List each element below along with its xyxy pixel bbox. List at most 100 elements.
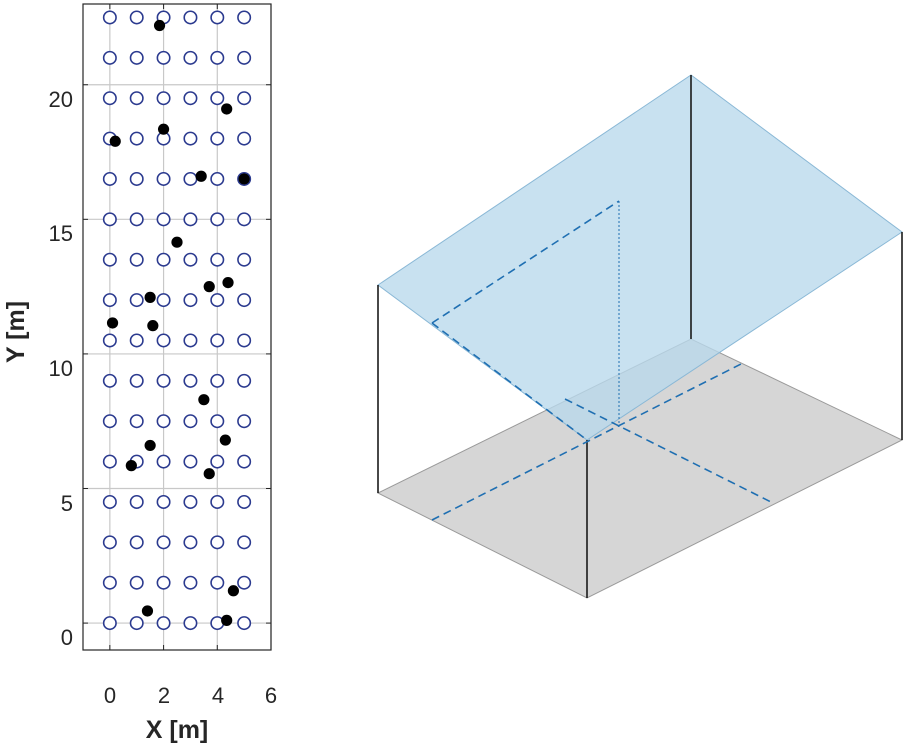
grid-position-marker xyxy=(156,252,171,267)
measured-point-marker xyxy=(141,605,154,617)
y-axis-label: Y [m] xyxy=(2,301,30,363)
grid-position-marker xyxy=(156,91,171,106)
grid-position-marker xyxy=(102,575,117,590)
bottom-plane-dashed-line xyxy=(431,363,742,521)
grid-position-marker xyxy=(129,333,144,348)
grid-position-marker xyxy=(210,454,225,469)
grid-position-markers xyxy=(102,10,252,631)
grid-position-marker xyxy=(156,414,171,429)
measured-point-marker xyxy=(171,236,183,248)
grid-position-marker xyxy=(156,535,171,550)
grid-position-marker xyxy=(210,414,225,429)
grid-position-marker xyxy=(156,293,171,308)
grid-position-marker xyxy=(129,616,144,631)
grid-position-marker xyxy=(237,131,252,146)
measured-point-marker xyxy=(195,170,207,182)
grid-position-marker xyxy=(210,91,225,106)
grid-position-marker xyxy=(237,494,252,509)
axes-frame xyxy=(82,3,272,651)
grid-position-marker xyxy=(210,373,225,388)
measured-point-marker xyxy=(222,276,234,289)
grid-position-marker xyxy=(129,131,144,146)
grid-position-marker xyxy=(129,91,144,106)
grid-position-marker xyxy=(210,494,225,509)
measured-point-marker xyxy=(157,123,170,135)
grid-position-marker xyxy=(129,212,144,227)
grid-position-marker xyxy=(237,535,252,550)
grid-position-marker xyxy=(237,50,252,65)
grid-position-marker xyxy=(183,454,198,469)
grid-position-marker xyxy=(237,575,252,590)
grid-position-marker xyxy=(237,252,252,267)
grid-position-marker xyxy=(210,10,225,25)
grid-position-marker xyxy=(129,575,144,590)
grid-position-marker xyxy=(210,212,225,227)
grid-position-marker xyxy=(102,333,117,348)
x-tick-label: 2 xyxy=(158,683,170,708)
grid-position-marker xyxy=(129,252,144,267)
grid-position-marker xyxy=(237,414,252,429)
grid-position-marker xyxy=(183,252,198,267)
grid-position-marker xyxy=(237,212,252,227)
grid-position-marker xyxy=(129,50,144,65)
grid-position-marker xyxy=(183,575,198,590)
y-tick-label: 5 xyxy=(61,491,73,516)
grid-position-marker xyxy=(129,10,144,25)
grid-position-marker xyxy=(129,535,144,550)
grid-position-marker xyxy=(129,494,144,509)
grid-position-marker xyxy=(183,414,198,429)
grid-position-marker xyxy=(183,131,198,146)
grid-position-marker xyxy=(183,91,198,106)
grid-position-marker xyxy=(102,494,117,509)
grid-position-marker xyxy=(102,171,117,186)
measured-point-markers xyxy=(106,19,250,626)
grid-position-marker xyxy=(156,50,171,65)
grid-position-marker xyxy=(237,373,252,388)
y-tick-label: 10 xyxy=(49,356,73,381)
grid-position-marker xyxy=(129,293,144,308)
grid-position-marker xyxy=(237,616,252,631)
x-tick-label: 6 xyxy=(265,683,277,708)
grid-position-marker xyxy=(183,535,198,550)
grid-position-marker xyxy=(102,373,117,388)
grid-position-marker xyxy=(210,50,225,65)
grid-position-marker xyxy=(102,10,117,25)
measured-point-marker xyxy=(221,614,233,626)
grid-position-marker xyxy=(156,616,171,631)
measured-point-marker xyxy=(153,19,166,32)
grid-position-marker xyxy=(237,333,252,348)
grid-position-marker xyxy=(102,50,117,65)
top-plane-dashed-line xyxy=(431,200,620,324)
grid-position-marker xyxy=(129,171,144,186)
y-tick-label: 0 xyxy=(61,625,73,650)
grid-position-marker xyxy=(156,212,171,227)
grid-position-marker xyxy=(156,494,171,509)
y-tick-labels: 0 5 10 15 20 xyxy=(49,87,73,650)
measured-point-marker xyxy=(227,585,239,597)
measured-point-marker xyxy=(144,291,156,303)
measured-point-marker xyxy=(198,394,210,406)
grid-position-marker xyxy=(102,293,117,308)
grid-position-marker xyxy=(156,575,171,590)
axis-ticks xyxy=(83,4,272,650)
grid-position-marker xyxy=(183,373,198,388)
measured-point-marker xyxy=(147,320,159,332)
grid-position-marker xyxy=(183,10,198,25)
measured-point-marker xyxy=(144,439,156,452)
grid-position-marker xyxy=(210,171,225,186)
grid-position-marker xyxy=(210,293,225,308)
grid-position-marker xyxy=(237,10,252,25)
measured-point-marker xyxy=(106,317,119,329)
grid-position-marker xyxy=(102,616,117,631)
grid-position-marker xyxy=(102,252,117,267)
y-tick-label: 20 xyxy=(49,87,73,112)
measured-point-marker xyxy=(109,135,121,147)
grid-position-marker xyxy=(102,212,117,227)
grid-position-marker xyxy=(129,373,144,388)
grid-position-marker xyxy=(237,454,252,469)
grid-position-marker xyxy=(210,131,225,146)
grid-position-marker xyxy=(183,333,198,348)
top-plane xyxy=(377,74,903,441)
grid-position-marker xyxy=(183,212,198,227)
